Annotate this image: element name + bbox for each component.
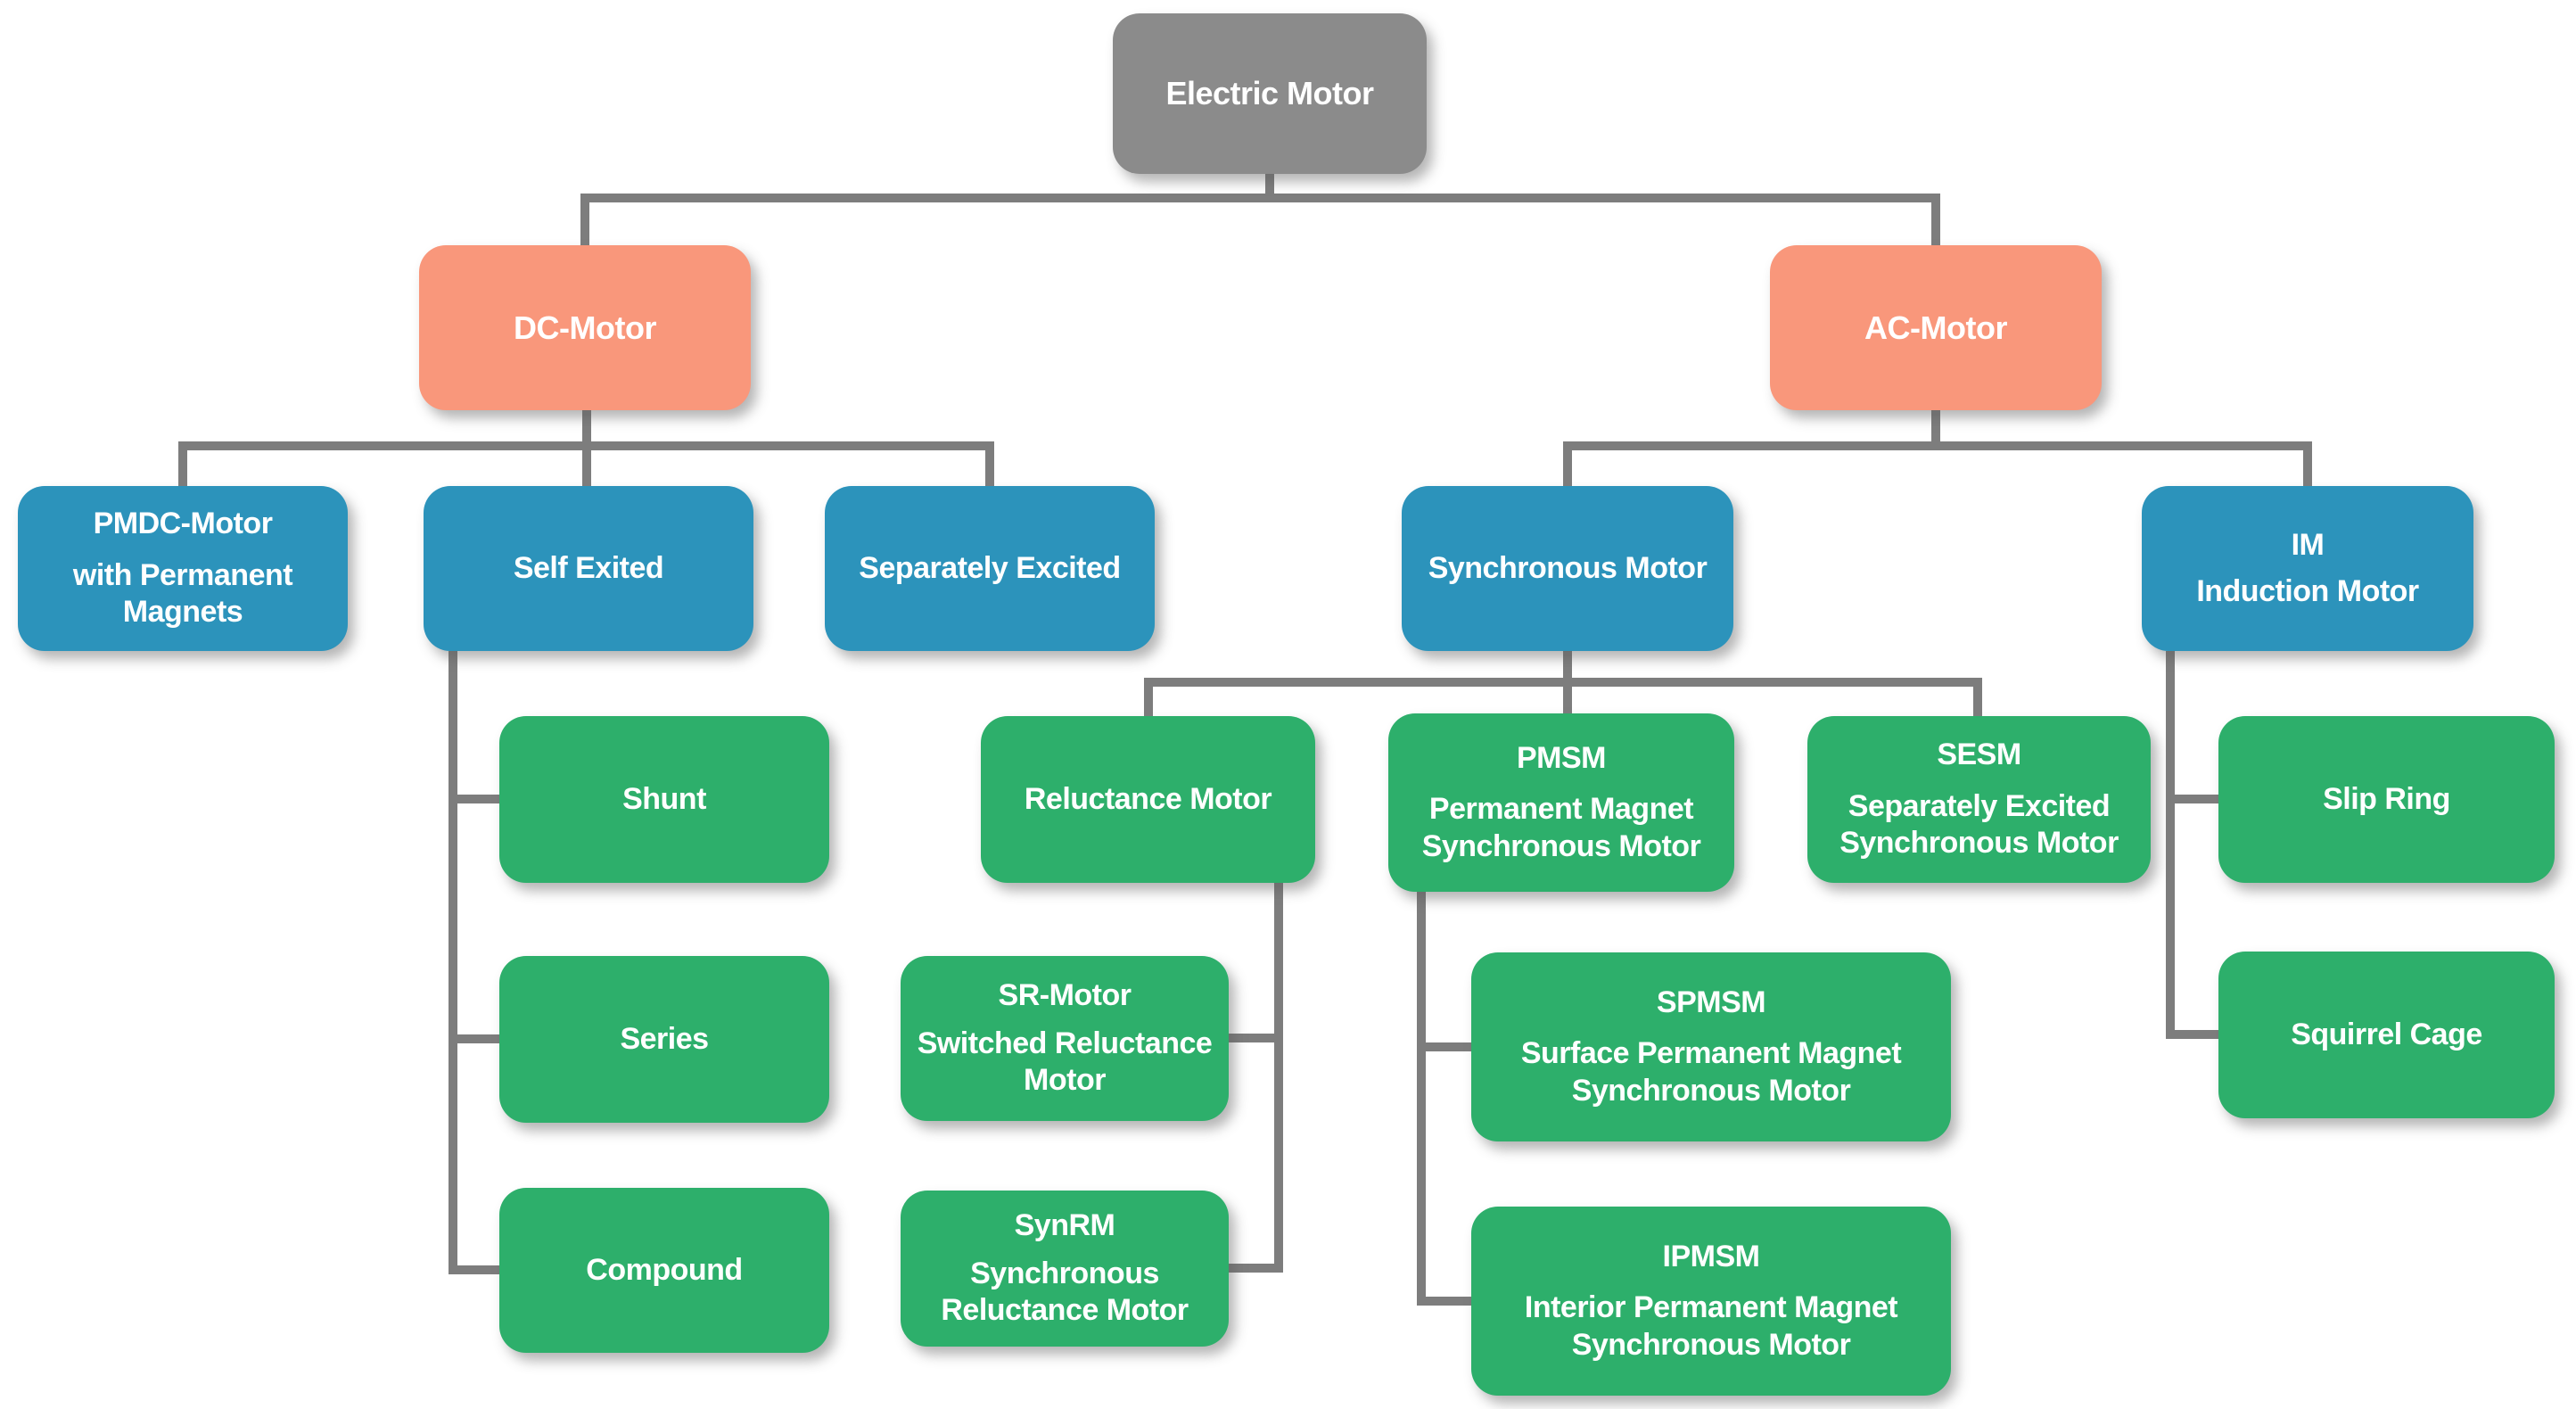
node-shunt-label: Shunt xyxy=(622,781,706,816)
node-sr-motor-subtitle: Switched Reluctance Motor xyxy=(917,1026,1213,1098)
node-sesm-title: SESM xyxy=(1937,737,2021,772)
node-synchronous-motor-label: Synchronous Motor xyxy=(1428,550,1708,585)
node-dc-motor-label: DC-Motor xyxy=(514,309,656,346)
node-slip-ring: Slip Ring xyxy=(2218,716,2555,883)
connector-pmsm-hang xyxy=(1417,892,1426,1306)
node-pmsm-title: PMSM xyxy=(1517,740,1607,775)
node-reluctance-motor-label: Reluctance Motor xyxy=(1024,781,1272,816)
node-ac-motor-label: AC-Motor xyxy=(1864,309,2007,346)
node-induction-motor-title: IM xyxy=(2291,528,2325,563)
node-induction-motor: IM Induction Motor xyxy=(2142,486,2473,651)
node-separately-excited-label: Separately Excited xyxy=(859,550,1121,585)
node-pmdc-motor: PMDC-Motor with Permanent Magnets xyxy=(18,486,348,651)
connector-root-stem xyxy=(1265,174,1274,202)
node-reluctance-motor: Reluctance Motor xyxy=(981,716,1315,883)
node-sesm: SESM Separately Excited Synchronous Moto… xyxy=(1807,716,2151,883)
node-series-label: Series xyxy=(620,1021,709,1056)
node-synchronous-motor: Synchronous Motor xyxy=(1402,486,1733,651)
connector-drop-sesm xyxy=(1973,678,1982,716)
node-ipmsm-subtitle: Interior Permanent Magnet Synchronous Mo… xyxy=(1524,1290,1898,1362)
connector-drop-dc xyxy=(580,194,589,245)
node-slip-ring-label: Slip Ring xyxy=(2323,781,2450,816)
connector-ac-children-bus xyxy=(1563,441,2312,450)
connector-self-exited-hang xyxy=(449,651,457,1274)
node-induction-motor-subtitle: Induction Motor xyxy=(2196,573,2419,608)
connector-stub-compound xyxy=(449,1265,499,1274)
node-pmsm-subtitle: Permanent Magnet Synchronous Motor xyxy=(1421,792,1701,863)
node-dc-motor: DC-Motor xyxy=(419,245,751,410)
connector-stub-series xyxy=(449,1034,499,1043)
connector-level2-bus xyxy=(580,194,1940,202)
connector-stub-sr-motor xyxy=(1229,1034,1283,1042)
node-synrm-subtitle: Synchronous Reluctance Motor xyxy=(941,1256,1189,1328)
connector-drop-separately-excited xyxy=(985,441,994,486)
connector-drop-synchronous xyxy=(1563,441,1572,486)
node-squirrel-cage: Squirrel Cage xyxy=(2218,952,2555,1118)
node-electric-motor: Electric Motor xyxy=(1113,13,1427,174)
node-self-exited: Self Exited xyxy=(424,486,753,651)
connector-stub-spmsm xyxy=(1417,1042,1471,1051)
connector-ac-stem xyxy=(1931,410,1940,450)
node-pmdc-motor-title: PMDC-Motor xyxy=(93,507,273,541)
node-electric-motor-label: Electric Motor xyxy=(1165,75,1374,112)
connector-stub-ipmsm xyxy=(1417,1297,1471,1306)
node-separately-excited: Separately Excited xyxy=(825,486,1155,651)
node-spmsm-subtitle: Surface Permanent Magnet Synchronous Mot… xyxy=(1520,1036,1902,1108)
node-synrm-title: SynRM xyxy=(1014,1208,1115,1243)
node-compound: Compound xyxy=(499,1188,829,1353)
node-pmdc-motor-subtitle: with Permanent Magnets xyxy=(72,557,293,630)
node-spmsm: SPMSM Surface Permanent Magnet Synchrono… xyxy=(1471,952,1951,1141)
connector-dc-stem xyxy=(582,410,591,450)
node-ipmsm: IPMSM Interior Permanent Magnet Synchron… xyxy=(1471,1207,1951,1396)
node-sr-motor: SR-Motor Switched Reluctance Motor xyxy=(901,956,1229,1121)
connector-drop-reluctance xyxy=(1144,678,1153,716)
connector-induction-hang xyxy=(2166,651,2175,1039)
connector-drop-ac xyxy=(1931,194,1940,245)
connector-drop-pmsm xyxy=(1563,678,1572,713)
connector-stub-squirrel-cage xyxy=(2166,1030,2218,1039)
node-ipmsm-title: IPMSM xyxy=(1662,1239,1760,1273)
connector-drop-self-exited xyxy=(582,441,591,486)
node-squirrel-cage-label: Squirrel Cage xyxy=(2291,1017,2482,1051)
connector-drop-induction xyxy=(2303,441,2312,486)
node-self-exited-label: Self Exited xyxy=(513,550,664,585)
node-pmsm: PMSM Permanent Magnet Synchronous Motor xyxy=(1388,713,1734,892)
connector-reluctance-hang xyxy=(1274,883,1283,1273)
connector-stub-synrm xyxy=(1229,1264,1283,1273)
node-sr-motor-title: SR-Motor xyxy=(998,978,1132,1013)
connector-drop-pmdc xyxy=(178,441,187,486)
connector-sync-stem xyxy=(1563,651,1572,687)
node-shunt: Shunt xyxy=(499,716,829,883)
node-series: Series xyxy=(499,956,829,1123)
connector-stub-slip-ring xyxy=(2166,795,2218,803)
node-spmsm-title: SPMSM xyxy=(1656,985,1766,1019)
node-ac-motor: AC-Motor xyxy=(1770,245,2102,410)
connector-stub-shunt xyxy=(449,795,499,803)
node-compound-label: Compound xyxy=(586,1252,743,1287)
node-sesm-subtitle: Separately Excited Synchronous Motor xyxy=(1839,788,2119,861)
node-synrm: SynRM Synchronous Reluctance Motor xyxy=(901,1191,1229,1347)
